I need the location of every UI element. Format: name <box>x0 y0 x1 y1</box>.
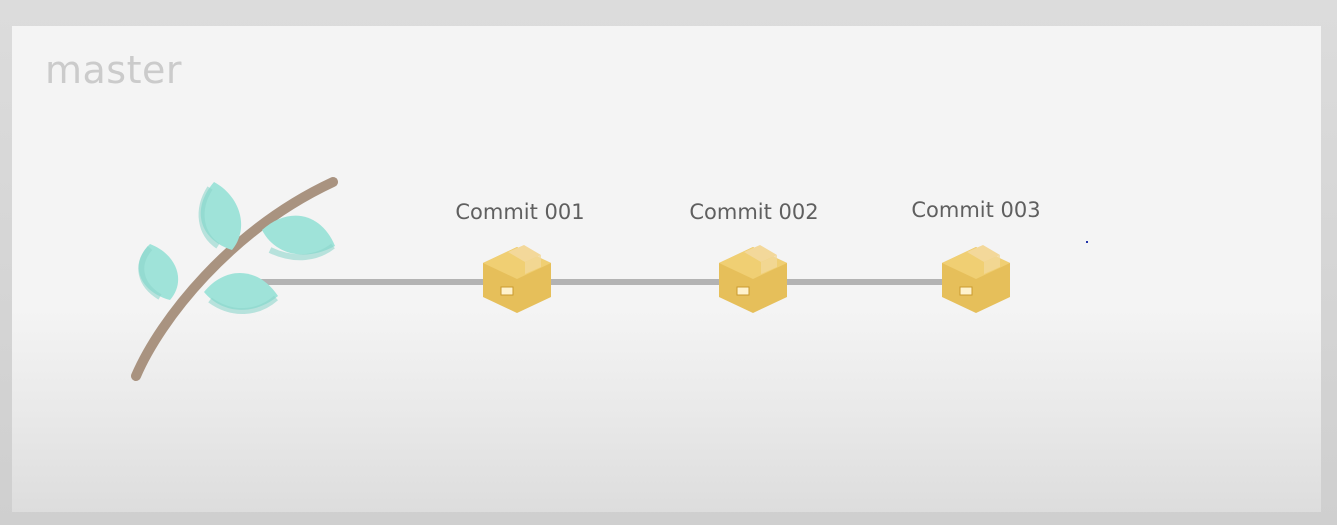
commit-2-label: Commit 002 <box>689 200 819 224</box>
diagram-panel <box>12 26 1321 512</box>
branch-name-label: master <box>45 48 183 92</box>
commit-1-box-icon <box>483 245 551 313</box>
leafy-twig-icon <box>131 177 338 381</box>
stray-dot <box>1086 241 1088 243</box>
commit-3-box-icon <box>942 245 1010 313</box>
commit-1-label: Commit 001 <box>455 200 585 224</box>
commit-2-box-icon <box>719 245 787 313</box>
commit-3-label: Commit 003 <box>911 198 1041 222</box>
